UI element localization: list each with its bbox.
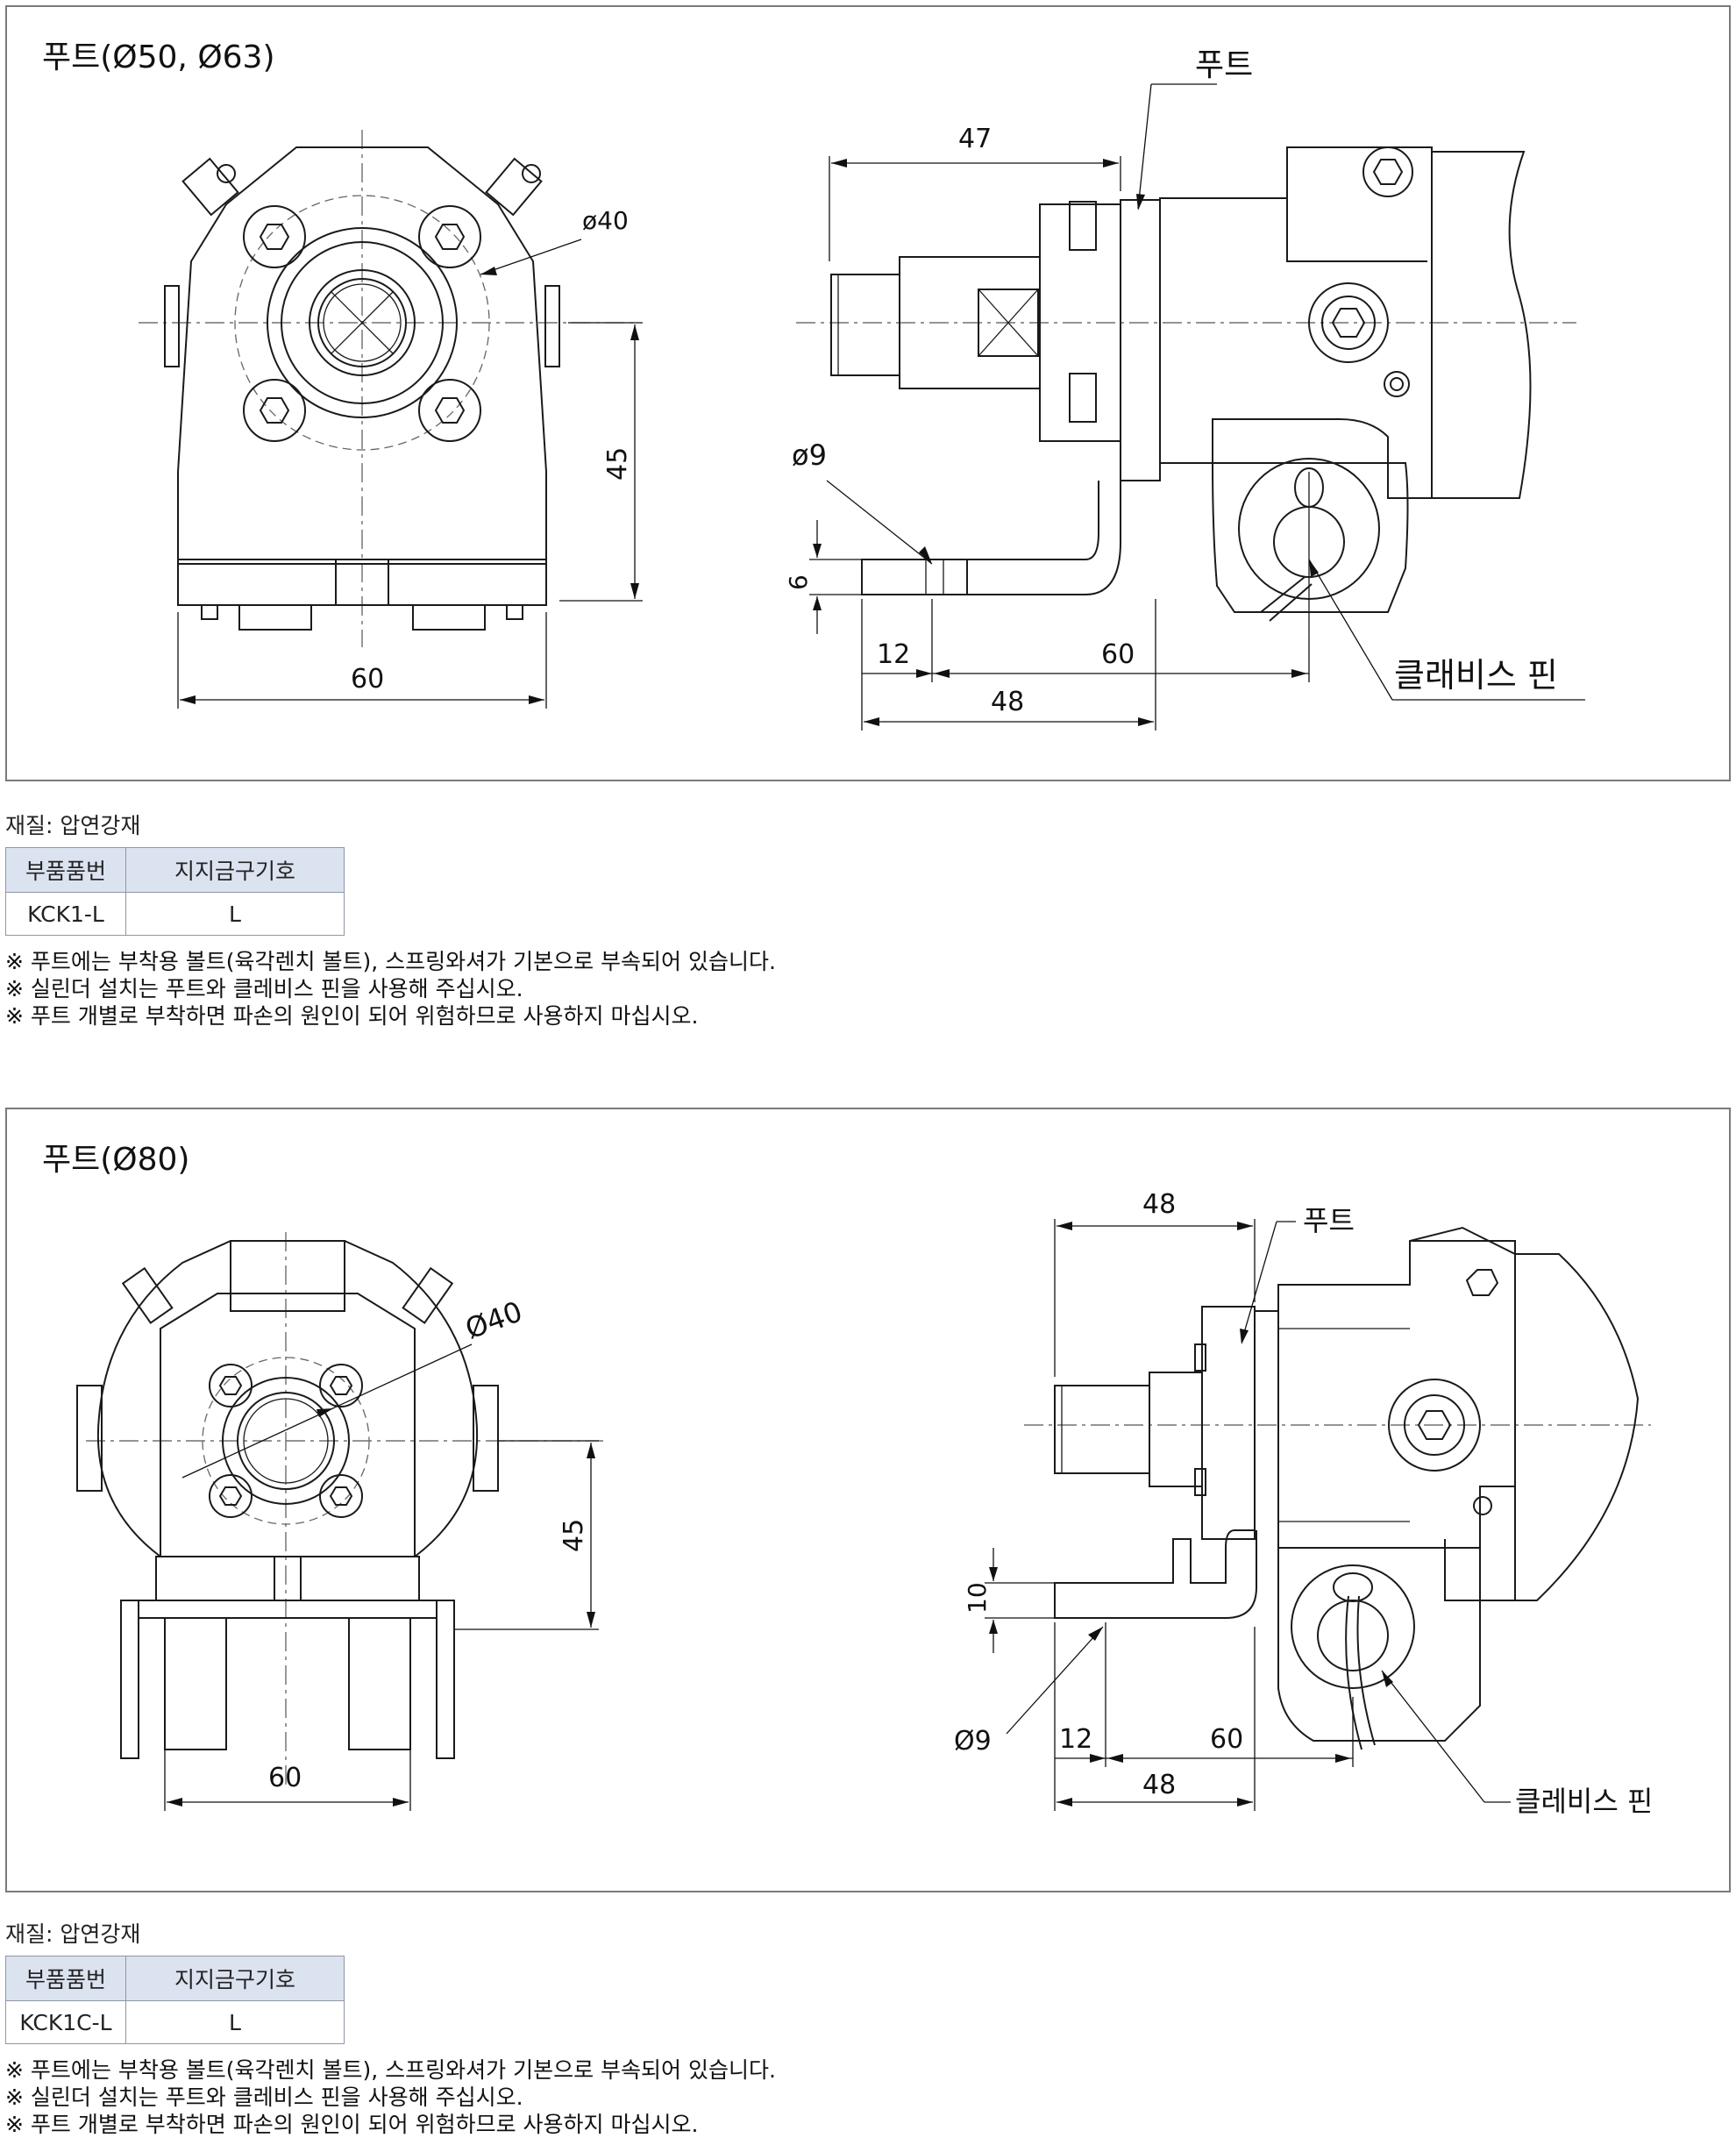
hex-bolt-icon — [243, 205, 481, 442]
spec-table: 부품품번 지지금구기호 KCK1-L L — [5, 847, 345, 936]
side-60-dim: 60 — [1101, 639, 1135, 670]
side-view: 48 푸트 10 12 60 48 — [954, 1189, 1653, 1818]
note-item: ※ 실린더 설치는 푸트와 클레비스 핀을 사용해 주십시오. — [5, 2085, 523, 2110]
note-item: ※ 푸트 개별로 부착하면 파손의 원인이 되어 위험하므로 사용하지 마십시오… — [5, 1003, 699, 1029]
note-item: ※ 푸트 개별로 부착하면 파손의 원인이 되어 위험하므로 사용하지 마십시오… — [5, 2112, 699, 2137]
side-thick-dim: 6 — [784, 574, 813, 590]
spec-info-phi80: 재질: 압연강재 부품품번 지지금구기호 KCK1C-L L ※ 푸트에는 부착… — [5, 1917, 776, 2138]
note-item: ※ 푸트에는 부착용 볼트(육각렌치 볼트), 스프링와셔가 기본으로 부속되어… — [5, 949, 776, 974]
side-48-dim: 48 — [1142, 1770, 1176, 1800]
header-part-number: 부품품번 — [5, 1956, 126, 2001]
mount-code-cell: L — [125, 2000, 345, 2044]
side-60-dim: 60 — [1210, 1724, 1243, 1755]
side-hole-dim: ø9 — [792, 438, 827, 472]
front-height-dim: 45 — [559, 1519, 589, 1552]
front-height-dim: 45 — [602, 447, 633, 481]
front-view: 60 45 Ø40 — [76, 1232, 603, 1811]
side-length-dim: 48 — [1142, 1189, 1176, 1220]
technical-drawing: 60 45 Ø40 — [76, 1189, 1653, 1818]
header-mount-code: 지지금구기호 — [125, 847, 345, 893]
drawing-panel-phi80: 푸트(Ø80) — [5, 1108, 1731, 1892]
clevis-pin-icon — [1277, 1548, 1481, 1750]
side-12-dim: 12 — [877, 639, 910, 670]
front-width-dim: 60 — [351, 664, 384, 695]
front-width-dim: 60 — [268, 1763, 302, 1793]
side-length-dim: 47 — [958, 124, 992, 154]
front-dia-dim: Ø40 — [461, 1294, 527, 1345]
clevis-pin-callout: 클래비스 핀 — [1394, 656, 1558, 695]
table-row: KCK1C-L L — [5, 2000, 345, 2044]
side-48-dim: 48 — [991, 687, 1024, 717]
foot-callout: 푸트 — [1303, 1204, 1355, 1237]
hex-bolt-icon — [1388, 1269, 1499, 1515]
material-label: 재질: 압연강재 — [5, 813, 141, 838]
notes: ※ 푸트에는 부착용 볼트(육각렌치 볼트), 스프링와셔가 기본으로 부속되어… — [5, 2056, 776, 2138]
header-mount-code: 지지금구기호 — [125, 1956, 345, 2001]
side-thick-dim: 10 — [963, 1582, 992, 1614]
foot-callout: 푸트 — [1195, 47, 1253, 83]
clevis-pin-callout: 클레비스 핀 — [1515, 1785, 1653, 1818]
side-12-dim: 12 — [1059, 1724, 1092, 1755]
notes: ※ 푸트에는 부착용 볼트(육각렌치 볼트), 스프링와셔가 기본으로 부속되어… — [5, 948, 776, 1030]
drawing-panel-phi50-63: 푸트(Ø50, Ø63) — [5, 5, 1731, 781]
note-item: ※ 푸트에는 부착용 볼트(육각렌치 볼트), 스프링와셔가 기본으로 부속되어… — [5, 2057, 776, 2083]
clevis-pin-icon — [1238, 458, 1380, 638]
side-view: 47 푸트 ø9 6 12 60 — [784, 47, 1585, 730]
hex-bolt-icon — [209, 1364, 363, 1518]
hex-bolt-icon — [1308, 146, 1413, 397]
panel-title: 푸트(Ø50, Ø63) — [42, 39, 275, 75]
side-hole-dim: Ø9 — [954, 1726, 992, 1757]
table-row: KCK1-L L — [5, 892, 345, 936]
part-number-cell: KCK1-L — [5, 892, 126, 936]
panel-title: 푸트(Ø80) — [42, 1142, 190, 1178]
spec-table: 부품품번 지지금구기호 KCK1C-L L — [5, 1956, 345, 2044]
spec-info-phi50-63: 재질: 압연강재 부품품번 지지금구기호 KCK1-L L ※ 푸트에는 부착용… — [5, 809, 776, 1030]
technical-drawing: 60 45 ø40 — [139, 47, 1585, 730]
material-label: 재질: 압연강재 — [5, 1921, 141, 1947]
header-part-number: 부품품번 — [5, 847, 126, 893]
part-number-cell: KCK1C-L — [5, 2000, 126, 2044]
front-view: 60 45 ø40 — [139, 130, 643, 709]
mount-code-cell: L — [125, 892, 345, 936]
note-item: ※ 실린더 설치는 푸트와 클레비스 핀을 사용해 주십시오. — [5, 976, 523, 1001]
front-dia-dim: ø40 — [582, 206, 629, 235]
